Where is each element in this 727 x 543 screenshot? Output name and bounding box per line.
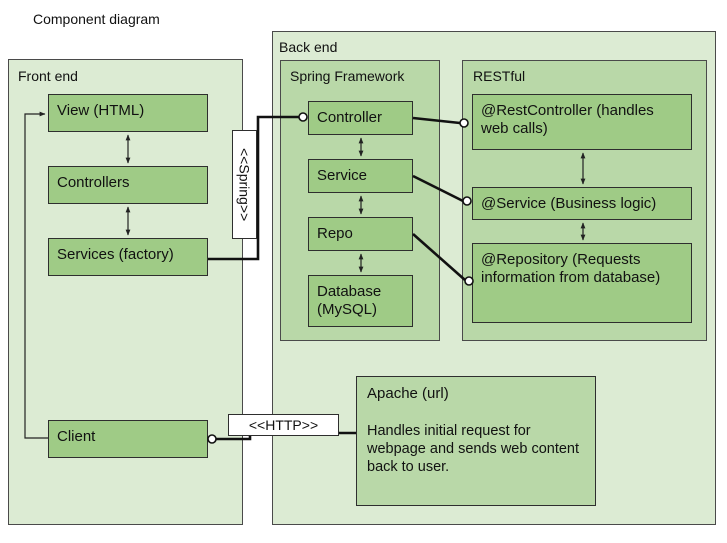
rest-service-label: @Service (Business logic)	[481, 195, 657, 212]
rest-service-box[interactable]: @Service (Business logic)	[472, 187, 692, 220]
rest-controller-label: @RestController (handles web calls)	[481, 102, 654, 137]
spring-framework-label: Spring Framework	[290, 68, 405, 84]
http-stereotype-label: <<HTTP>>	[228, 414, 339, 436]
apache-description: Handles initial request for webpage and …	[367, 423, 580, 475]
view-html-box[interactable]: View (HTML)	[48, 94, 208, 132]
restful-label: RESTful	[473, 68, 526, 84]
back-end-label: Back end	[279, 39, 338, 55]
apache-label: Apache (url)	[367, 385, 449, 402]
view-html-label: View (HTML)	[57, 102, 145, 119]
repo-box[interactable]: Repo	[308, 217, 413, 251]
controllers-label: Controllers	[57, 174, 130, 191]
services-factory-label: Services (factory)	[57, 246, 174, 263]
rest-repository-label: @Repository (Requests information from d…	[481, 251, 661, 286]
spring-stereotype-label: <<Spring>>	[232, 130, 257, 239]
spring-stereotype-text: <<Spring>>	[236, 147, 253, 222]
repo-label: Repo	[317, 225, 353, 242]
database-mysql-label: Database (MySQL)	[317, 283, 382, 318]
diagram-title: Component diagram	[33, 11, 160, 27]
client-box[interactable]: Client	[48, 420, 208, 458]
apache-box[interactable]: Apache (url) Handles initial request for…	[356, 376, 596, 506]
controller-label: Controller	[317, 109, 383, 126]
services-factory-box[interactable]: Services (factory)	[48, 238, 208, 276]
controllers-box[interactable]: Controllers	[48, 166, 208, 204]
database-mysql-box[interactable]: Database (MySQL)	[308, 275, 413, 327]
service-label: Service	[317, 167, 368, 184]
front-end-label: Front end	[18, 68, 78, 84]
client-label: Client	[57, 428, 96, 445]
rest-repository-box[interactable]: @Repository (Requests information from d…	[472, 243, 692, 323]
controller-box[interactable]: Controller	[308, 101, 413, 135]
service-box[interactable]: Service	[308, 159, 413, 193]
rest-controller-box[interactable]: @RestController (handles web calls)	[472, 94, 692, 150]
